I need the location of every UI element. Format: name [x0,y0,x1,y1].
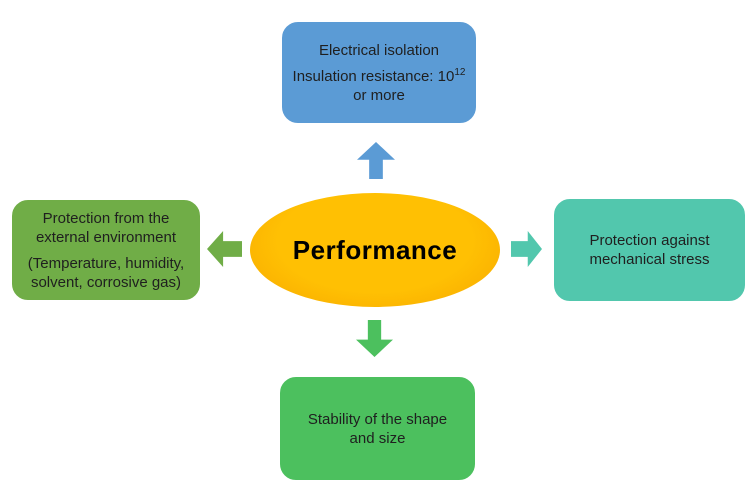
external-environment-examples: (Temperature, humidity, solvent, corrosi… [27,254,185,291]
node-electrical-isolation: Electrical isolation Insulation resistan… [280,20,478,125]
shape-stability-title: Stability of the shape and size [307,410,448,447]
electrical-isolation-title: Electrical isolation [318,41,440,59]
insulation-resistance-text: Insulation resistance: 1012 or more [293,67,466,105]
insulation-resistance-exponent: 12 [454,66,466,78]
insulation-resistance-suffix: or more [353,86,405,104]
arrow-down-icon [356,320,393,357]
external-environment-title: Protection from the external environment [35,209,177,246]
node-external-environment: Protection from the external environment… [10,198,202,302]
performance-ellipse: Performance [250,193,500,307]
mechanical-stress-title: Protection against mechanical stress [589,232,710,268]
insulation-resistance-prefix: Insulation resistance: 10 [292,67,455,85]
performance-label: Performance [292,234,458,265]
arrow-left-icon [207,231,242,267]
node-mechanical-stress: Protection against mechanical stress [552,197,747,303]
node-shape-stability: Stability of the shape and size [278,375,477,482]
arrow-up-icon [357,142,395,179]
arrow-right-icon [511,231,542,267]
